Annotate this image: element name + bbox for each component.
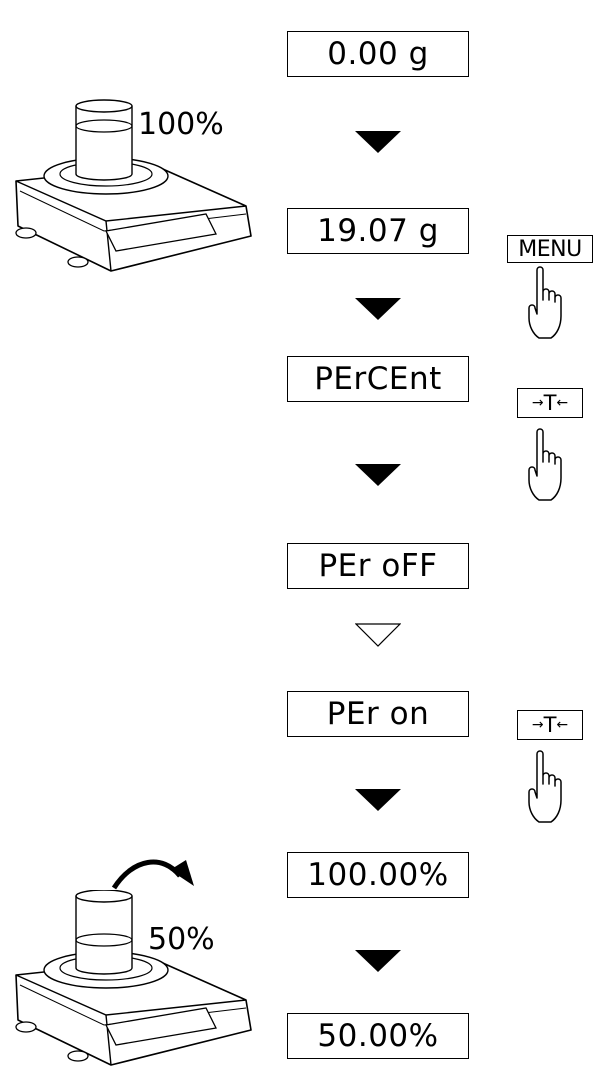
arrow-down-icon (355, 298, 401, 320)
arrow-down-icon (355, 464, 401, 486)
balance-scale-icon (15, 890, 252, 1066)
arrow-down-icon (355, 131, 401, 153)
display-step-4: PEr oFF (287, 543, 469, 589)
display-step-6: 100.00% (287, 852, 469, 898)
tare-key[interactable]: →T← (517, 388, 583, 418)
arrow-down-outline-icon (355, 623, 401, 647)
tare-arrow-right-icon: → (531, 717, 544, 733)
tare-arrow-left-icon: ← (556, 395, 569, 411)
pointing-hand-icon (528, 266, 562, 339)
pointing-hand-icon (528, 750, 562, 823)
display-step-1: 0.00 g (287, 31, 469, 77)
tare-arrow-left-icon: ← (556, 717, 569, 733)
display-step-7: 50.00% (287, 1013, 469, 1059)
menu-key-label: MENU (518, 236, 582, 262)
tare-key-label: T (543, 713, 557, 737)
balance-scale-icon (15, 99, 252, 272)
load-label-100: 100% (138, 107, 224, 142)
pointing-hand-icon (528, 428, 562, 501)
tare-key-label: T (543, 391, 557, 415)
curved-arrow-icon (111, 859, 194, 890)
tare-arrow-right-icon: → (531, 395, 544, 411)
display-step-2: 19.07 g (287, 208, 469, 254)
tare-key[interactable]: →T← (517, 710, 583, 740)
display-step-5: PEr on (287, 691, 469, 737)
arrow-down-icon (355, 950, 401, 972)
menu-key[interactable]: MENU (507, 235, 593, 263)
display-step-3: PErCEnt (287, 356, 469, 402)
arrow-down-icon (355, 789, 401, 811)
load-label-50: 50% (148, 922, 215, 957)
